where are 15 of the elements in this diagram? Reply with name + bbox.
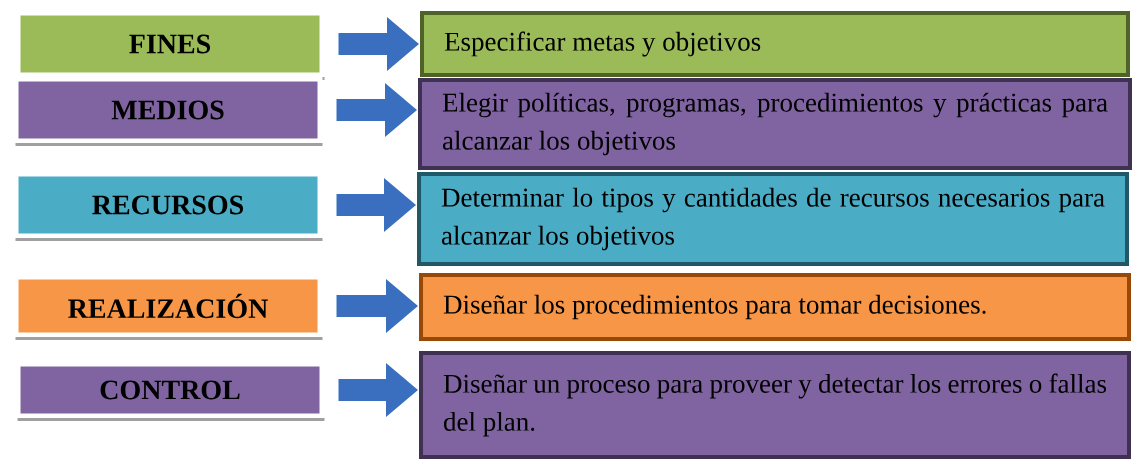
description-box: Diseñar los procedimientos para tomar decisiones.: [419, 273, 1131, 341]
block-arrow: [336, 178, 416, 232]
label-box: CONTROL: [15, 361, 325, 419]
description-box: Especificar metas y objetivos: [420, 11, 1130, 77]
description-box: Elegir políticas, programas, procedimientos y prácticas para alcanzar los objetivos: [418, 78, 1132, 170]
block-arrow: [336, 83, 417, 137]
block-arrow: [338, 363, 418, 417]
label-box: MEDIOS: [13, 76, 323, 144]
description-box: Determinar lo tipos y cantidades de recursos necesarios para alcanzar los objetivos: [417, 172, 1129, 266]
block-arrow: [338, 17, 419, 71]
block-arrow: [336, 279, 418, 333]
label-box: REALIZACIÓN: [13, 274, 323, 338]
label-box: RECURSOS: [13, 171, 323, 239]
label-box: FINES: [15, 10, 325, 78]
description-box: Diseñar un proceso para proveer y detectar los errores o fallas del plan.: [419, 351, 1131, 459]
